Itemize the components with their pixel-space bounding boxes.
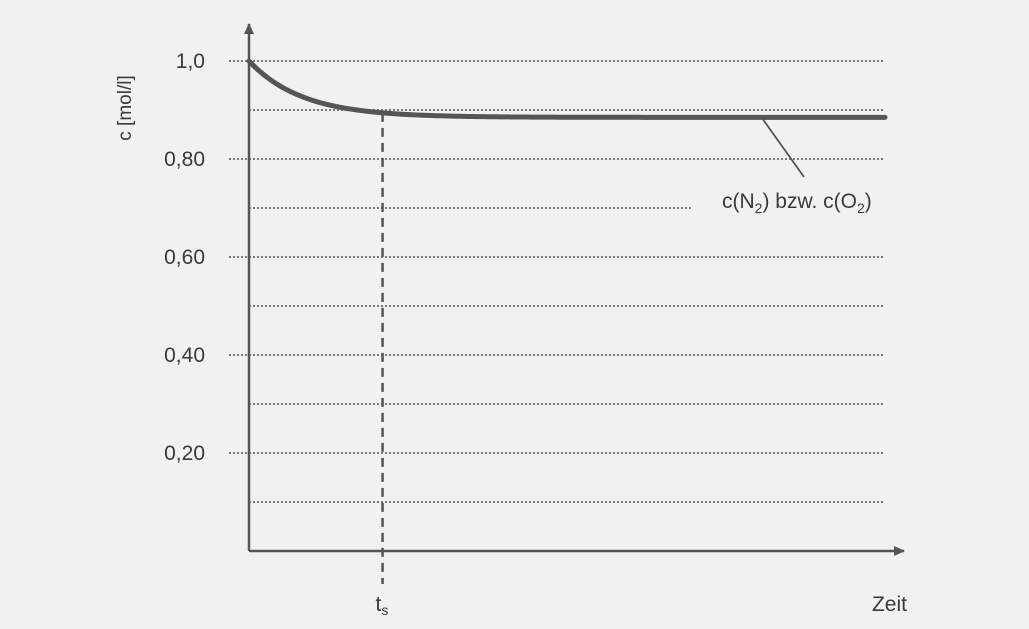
y-tick-label: 0,80 [164,148,205,171]
series-layer [246,58,888,178]
annotation-leader [761,117,805,178]
series-annotation: c(N2) bzw. c(O2) [722,190,872,216]
grid-layer [229,60,885,503]
axes-layer [244,23,905,556]
y-tick-label: 0,60 [164,246,205,269]
series-line [246,58,888,120]
y-tick-label: 1,0 [176,50,205,73]
y-tick-label: 0,20 [164,442,205,465]
y-tick-label: 0,40 [164,344,205,367]
labels-layer: 1,0 0,80 0,60 0,40 0,20 c [mol/l] Zeit ts c(N2) … [115,50,907,618]
ts-marker-label: ts [376,593,389,618]
x-axis-label: Zeit [872,593,907,616]
y-axis-label: c [mol/l] [115,75,136,140]
